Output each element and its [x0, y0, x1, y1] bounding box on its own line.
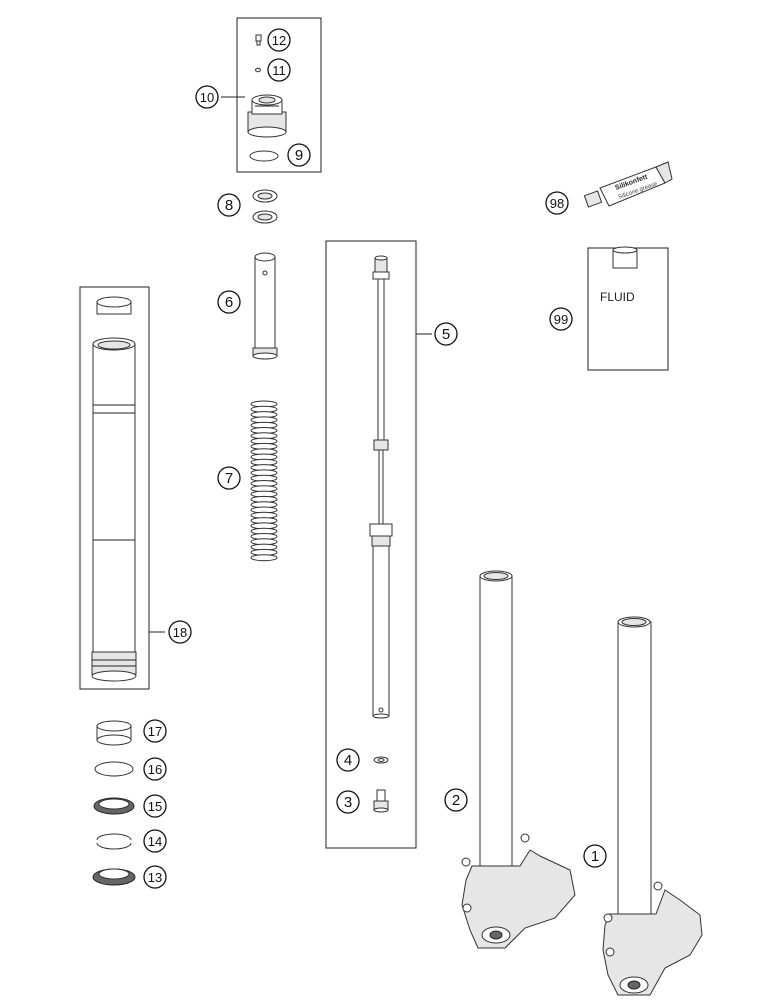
callout-13: 13 [143, 865, 167, 889]
frame-cap-group [236, 17, 322, 173]
part-spacer-tube-6 [252, 252, 278, 360]
callout-number: 98 [550, 196, 564, 211]
callout-circle [545, 191, 569, 215]
callout-number: 18 [173, 625, 187, 640]
callout-circle [336, 790, 360, 814]
part-fork-cap-10 [247, 94, 287, 138]
part-washer-4 [373, 756, 389, 764]
part-ring-16 [94, 761, 134, 777]
part-washers-8 [252, 189, 278, 224]
callout-circle [217, 193, 241, 217]
frame-cartridge-group [325, 240, 417, 849]
callout-circle [143, 719, 167, 743]
callout-11: 11 [267, 58, 291, 82]
part-seal-15 [93, 797, 135, 815]
callout-8: 8 [217, 193, 241, 217]
part-bushing-17 [96, 720, 132, 746]
callout-10: 10 [195, 85, 219, 109]
part-outer-tube-18 [91, 296, 137, 682]
part-fork-leg-2 [461, 570, 576, 949]
callout-circle [434, 322, 458, 346]
callout-circle [217, 290, 241, 314]
callout-9: 9 [287, 143, 311, 167]
part-screw-12 [255, 34, 262, 46]
part-dust-seal-13 [92, 868, 136, 886]
callout-14: 14 [143, 829, 167, 853]
callout-18: 18 [168, 620, 192, 644]
callout-2: 2 [444, 788, 468, 812]
callout-number: 12 [272, 33, 286, 48]
callout-number: 1 [591, 848, 599, 865]
callout-circle [143, 794, 167, 818]
callout-circle [195, 85, 219, 109]
callout-17: 17 [143, 719, 167, 743]
spring-coil [250, 554, 278, 562]
callout-number: 8 [225, 197, 233, 214]
callout-number: 7 [225, 470, 233, 487]
fluid-label: FLUID [600, 290, 635, 304]
callout-circle [217, 466, 241, 490]
callout-number: 17 [148, 724, 162, 739]
callout-circle [287, 143, 311, 167]
callout-circle [143, 829, 167, 853]
callout-circle [267, 28, 291, 52]
callout-circle [267, 58, 291, 82]
part-bolt-3 [373, 789, 389, 813]
callout-number: 14 [148, 834, 162, 849]
callout-number: 3 [344, 794, 352, 811]
callout-12: 12 [267, 28, 291, 52]
callout-number: 13 [148, 870, 162, 885]
callout-1: 1 [583, 844, 607, 868]
callout-number: 16 [148, 762, 162, 777]
callout-3: 3 [336, 790, 360, 814]
part-spring-7 [250, 400, 278, 562]
callout-circle [143, 757, 167, 781]
callout-circle [583, 844, 607, 868]
callout-circle [549, 307, 573, 331]
part-small-ring-11 [255, 67, 261, 73]
callout-number: 99 [554, 312, 568, 327]
callout-number: 15 [148, 799, 162, 814]
callout-circle [168, 620, 192, 644]
part-o-ring-9 [249, 150, 279, 162]
callout-number: 11 [272, 63, 286, 78]
frame-outer-tube-group [79, 286, 150, 690]
callout-99: 99 [549, 307, 573, 331]
callout-circle [143, 865, 167, 889]
callout-number: 4 [344, 752, 352, 769]
callout-98: 98 [545, 191, 569, 215]
part-fork-leg-1 [602, 616, 703, 996]
callout-16: 16 [143, 757, 167, 781]
part-circlip-14 [96, 833, 132, 850]
part-fork-fluid-99: FLUID [600, 246, 638, 304]
callout-number: 10 [200, 90, 214, 105]
callout-number: 9 [295, 147, 303, 164]
callout-number: 5 [442, 326, 450, 343]
callout-6: 6 [217, 290, 241, 314]
callout-5: 5 [434, 322, 458, 346]
callout-4: 4 [336, 748, 360, 772]
part-silicone-grease-98: Silikonfett Silicone grease [583, 161, 673, 208]
callout-number: 6 [225, 294, 233, 311]
part-cartridge-5 [369, 255, 393, 719]
callout-circle [444, 788, 468, 812]
callout-15: 15 [143, 794, 167, 818]
callout-circle [336, 748, 360, 772]
callout-7: 7 [217, 466, 241, 490]
callout-number: 2 [452, 792, 460, 809]
